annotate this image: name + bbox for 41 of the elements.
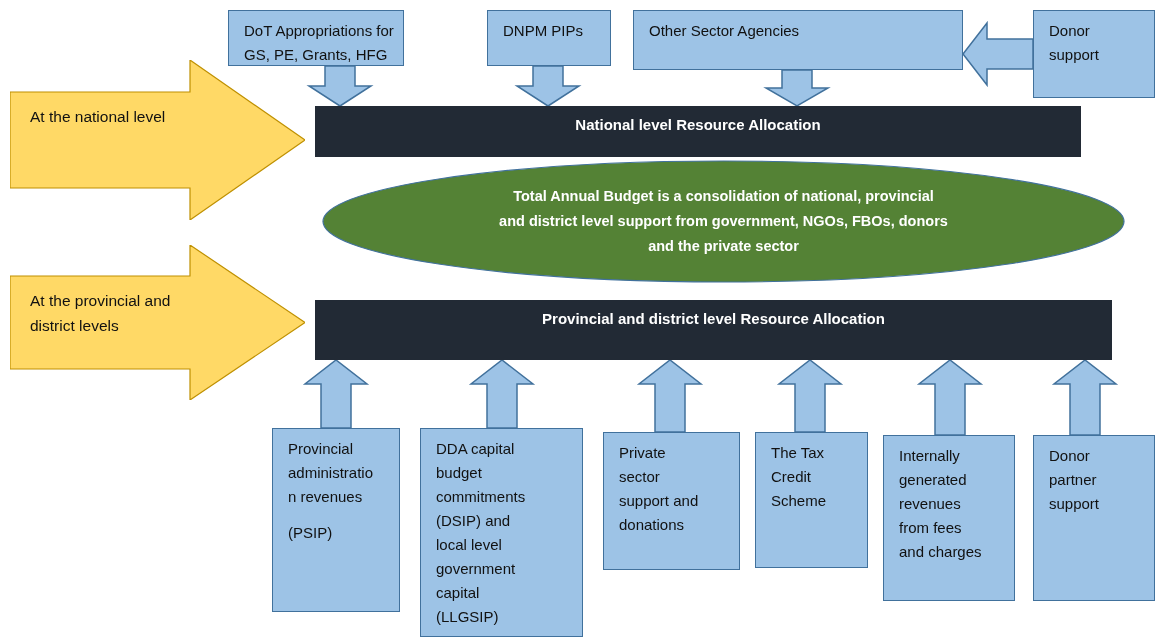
callout-box [1033,435,1155,601]
callout-box [487,10,611,66]
block-arrow-connector [468,359,536,429]
source-text: Donor partner support [1049,446,1101,514]
callout-box [228,10,404,66]
bar-title: Provincial and district level Resource Allocation [542,310,885,327]
callout-box [420,428,583,637]
block-arrow-connector [776,359,844,433]
callout-box [883,435,1015,601]
block-arrow [10,60,305,220]
source-text: DDA capital budget commitments (DSIP) and local level government capital (LLGSIP) [436,439,527,627]
source-text: Donor support [1049,21,1101,65]
source-text: DNPM PIPs [503,21,584,41]
block-arrow-connector [306,65,374,107]
block-arrow-connector [916,359,984,436]
level-label: At the provincial and district levels [30,291,172,336]
source-text: Other Sector Agencies [649,21,801,41]
level-label: At the national level [30,107,167,127]
block-arrow-connector [962,20,1034,88]
block-arrow [10,245,305,400]
callout-box [272,428,400,612]
callout-box [1033,10,1155,98]
source-text: (PSIP) [288,523,334,543]
budget-ellipse [322,160,1125,283]
block-arrow-connector [636,359,704,433]
source-text: The Tax Credit Scheme [771,443,828,511]
callout-box [755,432,868,568]
allocation-bar [315,300,1112,360]
budget-text: Total Annual Budget is a consolidation of national, provincial and district level support from government, NGOs, FBOs, donors and the private sector [498,187,949,256]
callout-box [603,432,740,570]
block-arrow-connector [514,65,582,107]
source-text: Internally generated revenues from fees and charges [899,446,983,562]
source-text: DoT Appropriations for GS, PE, Grants, HFG [244,21,395,65]
block-arrow-connector [763,69,831,107]
source-text: Provincial administration revenues [288,439,374,507]
block-arrow-connector [302,359,370,429]
block-arrow-connector [1051,359,1119,436]
source-text: Private sector support and donations [619,443,699,535]
bar-title: National level Resource Allocation [575,116,821,133]
callout-box [633,10,963,70]
allocation-bar [315,106,1081,157]
